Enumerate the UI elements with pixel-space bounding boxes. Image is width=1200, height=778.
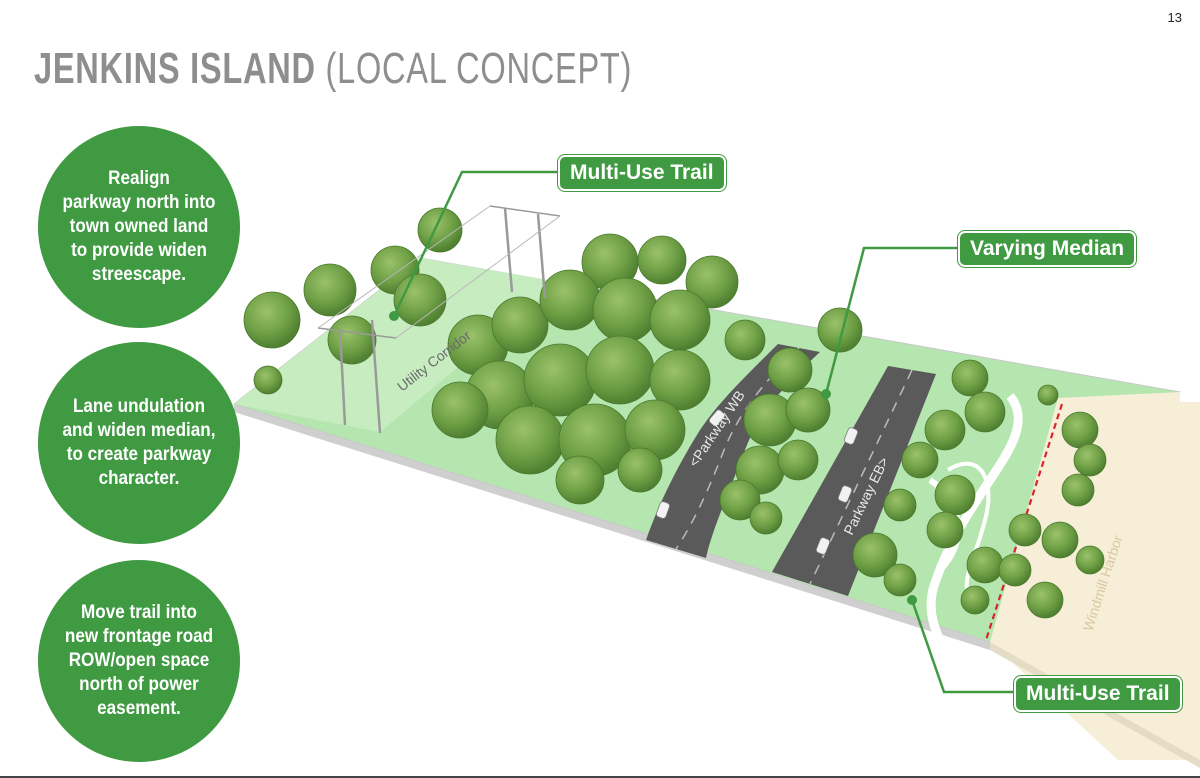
info-circle-trail: Move trail into new frontage road ROW/op…: [38, 560, 240, 762]
info-circle-trail-text: Move trail into new frontage road ROW/op…: [64, 602, 214, 719]
eb-lane-line: [809, 369, 913, 585]
trail-path-inner: [946, 461, 991, 601]
callout-multi-use-trail-top: Multi-Use Trail: [558, 155, 726, 191]
trail-path-main: [926, 393, 1023, 643]
title-sub: (LOCAL CONCEPT): [325, 44, 633, 93]
info-circle-realign-text: Realign parkway north into town owned la…: [62, 168, 216, 285]
leader-dots: [389, 311, 917, 605]
title-main: JENKINS ISLAND: [34, 44, 316, 93]
callout-varying-median: Varying Median: [958, 231, 1137, 267]
harbor-strip: [990, 392, 1200, 760]
info-circle-realign: Realign parkway north into town owned la…: [38, 126, 240, 328]
info-circle-lane: Lane undulation and widen median, to cre…: [38, 342, 240, 544]
power-wires: [317, 205, 561, 339]
page-number: 13: [1167, 10, 1182, 25]
slab-edge: [234, 404, 990, 650]
callout-multi-use-trail-bottom: Multi-Use Trail: [1014, 676, 1182, 712]
parkway-wb-road: [646, 344, 820, 558]
info-circle-lane-text: Lane undulation and widen median, to cre…: [62, 396, 216, 489]
power-poles: [317, 205, 561, 434]
parkway-eb-road: [772, 366, 936, 596]
leader-lines: [392, 170, 1020, 694]
utility-zone: [234, 258, 560, 432]
trees: [243, 207, 1107, 619]
bottom-rule: [0, 776, 1200, 778]
cars: [656, 409, 859, 555]
page-title: JENKINS ISLAND (LOCAL CONCEPT): [34, 44, 632, 94]
